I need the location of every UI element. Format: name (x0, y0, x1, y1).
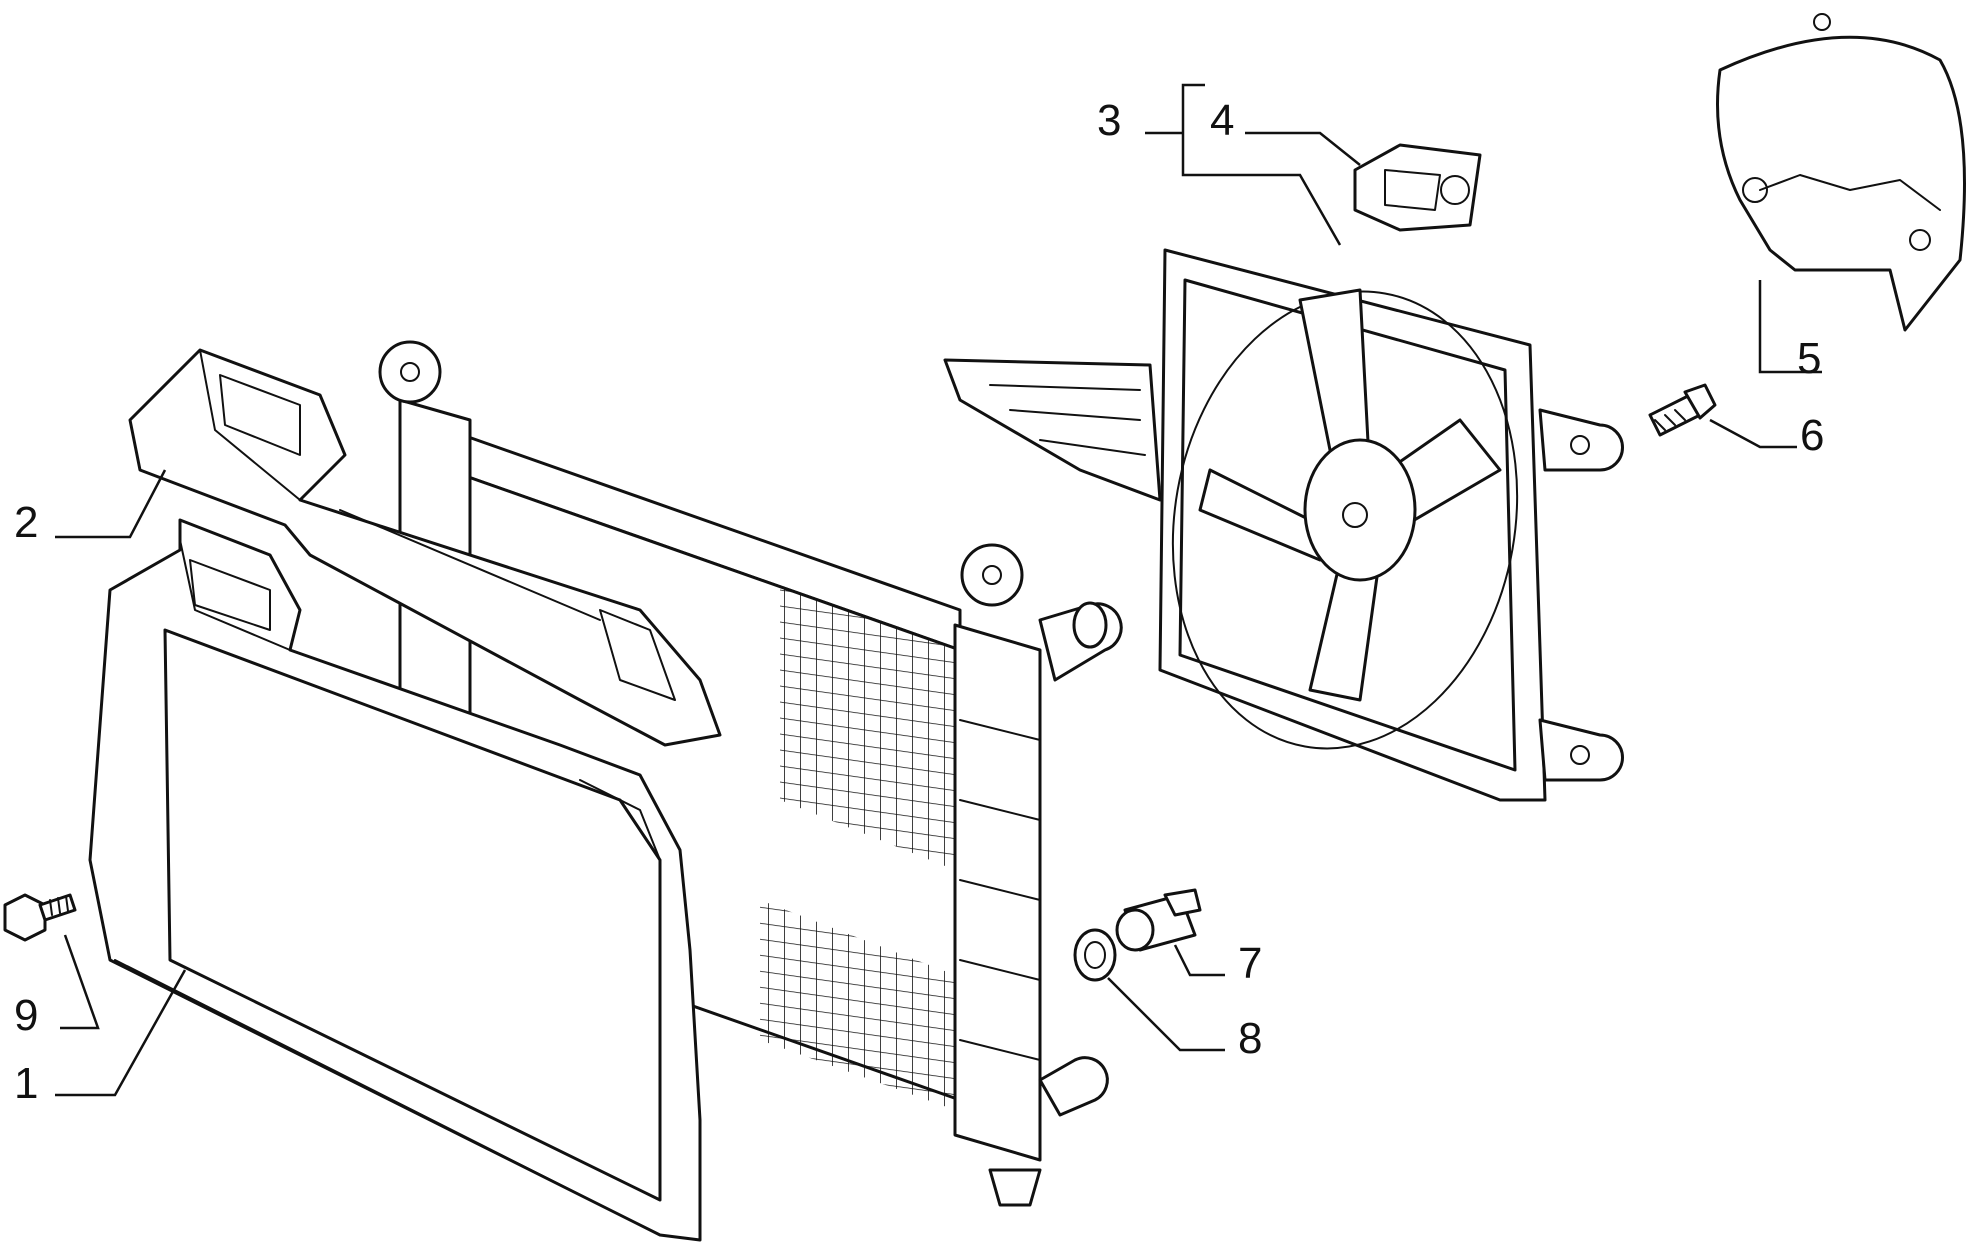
washer-part-8 (1073, 928, 1117, 982)
callout-2: 2 (14, 498, 38, 547)
lower-frame-part-1 (88, 518, 702, 1242)
bolt-part-9 (3, 893, 77, 942)
callout-1: 1 (14, 1059, 38, 1108)
callout-9: 9 (14, 991, 38, 1040)
fan-shroud-part-3 (943, 248, 1624, 802)
leader-lines (55, 83, 1822, 1097)
temperature-switch-part-7 (1115, 888, 1202, 952)
callout-3: 3 (1097, 96, 1121, 145)
screw-part-6 (1648, 383, 1717, 437)
callout-7: 7 (1238, 939, 1262, 988)
callout-5: 5 (1797, 334, 1821, 383)
fan-resistor-part-4 (1353, 143, 1482, 232)
callout-6: 6 (1800, 411, 1824, 460)
callout-4: 4 (1210, 96, 1234, 145)
fan-cover-part-5 (1716, 13, 1966, 332)
callout-8: 8 (1238, 1014, 1262, 1063)
callout-labels: 2 1 9 3 4 5 6 7 8 (14, 96, 1824, 1108)
upper-crossmember-part-2 (128, 348, 722, 747)
